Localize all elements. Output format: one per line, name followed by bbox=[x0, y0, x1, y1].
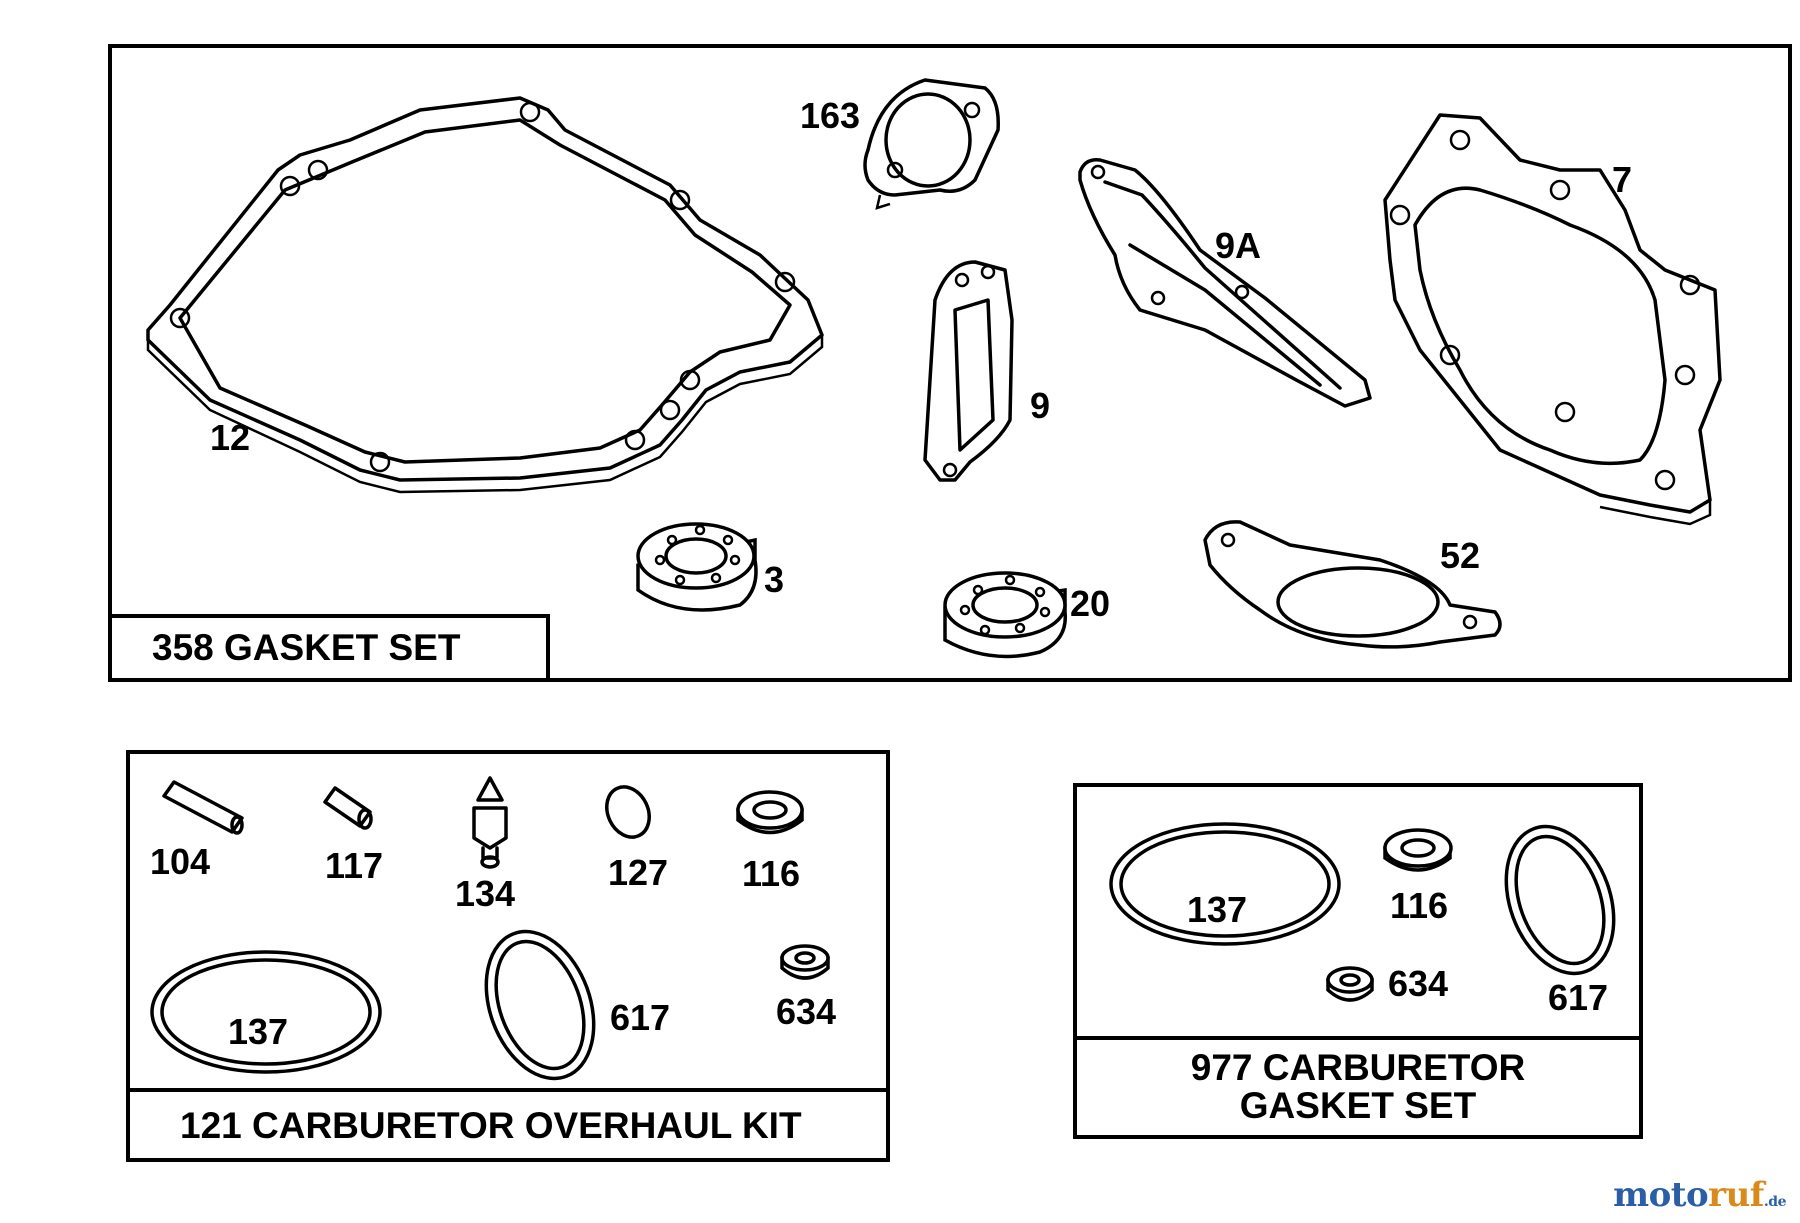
washer-116-carb-drawing bbox=[1383, 828, 1453, 872]
oring-137-drawing bbox=[150, 950, 382, 1074]
gasket-set-frame bbox=[108, 44, 1792, 682]
seal-3-drawing bbox=[636, 522, 758, 612]
label-116: 116 bbox=[742, 853, 800, 894]
label-617: 617 bbox=[610, 997, 670, 1038]
label-20: 20 bbox=[1070, 583, 1110, 624]
watermark-logo: motoruf.de bbox=[1613, 1175, 1786, 1215]
plug-127-drawing bbox=[605, 785, 651, 839]
watermark-suffix: .de bbox=[1763, 1194, 1787, 1210]
watermark-part1: moto bbox=[1613, 1175, 1709, 1215]
carb-gasket-set-title-line1: 977 CARBURETOR bbox=[1191, 1047, 1525, 1088]
label-163: 163 bbox=[800, 95, 860, 136]
seal-20-drawing bbox=[943, 571, 1068, 659]
label-c617: 617 bbox=[1548, 977, 1608, 1018]
washer-116-drawing bbox=[736, 790, 804, 835]
gasket-12-drawing bbox=[146, 96, 824, 494]
label-c137: 137 bbox=[1187, 889, 1247, 930]
label-127: 127 bbox=[608, 852, 668, 893]
label-9a: 9A bbox=[1215, 225, 1261, 266]
gasket-163-drawing bbox=[863, 78, 1000, 210]
label-c116: 116 bbox=[1390, 885, 1448, 926]
seal-634-drawing bbox=[780, 944, 830, 980]
seal-634-carb-drawing bbox=[1326, 966, 1374, 1002]
pin-117-drawing bbox=[323, 786, 373, 830]
label-104: 104 bbox=[150, 841, 210, 882]
gasket-set-title: 358 GASKET SET bbox=[152, 627, 461, 668]
label-12: 12 bbox=[210, 417, 250, 458]
label-9: 9 bbox=[1030, 385, 1050, 426]
label-134: 134 bbox=[455, 873, 515, 914]
gasket-9-drawing bbox=[923, 260, 1014, 482]
label-117: 117 bbox=[325, 845, 383, 886]
gasket-7-drawing bbox=[1383, 113, 1722, 526]
label-52: 52 bbox=[1440, 535, 1480, 576]
gasket-9a-drawing bbox=[1078, 158, 1372, 408]
gasket-52-drawing bbox=[1203, 520, 1502, 649]
label-137: 137 bbox=[228, 1011, 288, 1052]
oring-617-carb-drawing bbox=[1504, 824, 1616, 976]
overhaul-kit-label-box bbox=[126, 1088, 890, 1162]
oring-137-carb-drawing bbox=[1109, 822, 1341, 946]
label-c634: 634 bbox=[1388, 963, 1448, 1004]
needle-134-drawing bbox=[472, 776, 508, 869]
overhaul-kit-title: 121 CARBURETOR OVERHAUL KIT bbox=[180, 1105, 802, 1146]
carb-gasket-set-title-line2: GASKET SET bbox=[1240, 1085, 1477, 1126]
watermark-part2: ruf bbox=[1708, 1175, 1764, 1215]
label-7: 7 bbox=[1612, 159, 1632, 200]
label-634: 634 bbox=[776, 991, 836, 1032]
carb-gasket-set-label-box bbox=[1073, 1036, 1643, 1139]
pin-104-drawing bbox=[162, 780, 244, 835]
label-3: 3 bbox=[764, 559, 784, 600]
gasket-set-label-box bbox=[108, 614, 550, 682]
oring-617-drawing bbox=[484, 929, 596, 1081]
